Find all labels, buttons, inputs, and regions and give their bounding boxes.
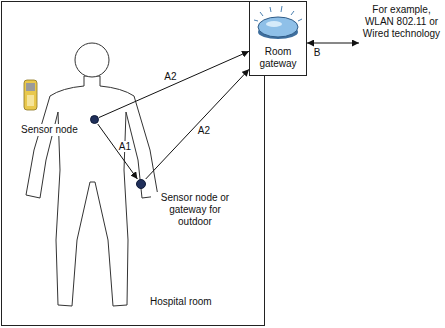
connector-arrow	[98, 124, 138, 179]
node-label: Sensor node or gateway for outdoor	[151, 192, 239, 228]
node-label: Hospital room	[150, 296, 260, 308]
connector-arrow	[99, 51, 249, 117]
node-label: Room gateway	[252, 46, 304, 70]
link-label: A2	[163, 71, 177, 82]
connector-arrow	[307, 43, 359, 44]
link-label: B	[313, 47, 322, 58]
node-label: For example, WLAN 802.11 or Wired techno…	[360, 4, 443, 40]
gateway-box: Room gateway	[249, 1, 307, 76]
link-label: A1	[118, 141, 132, 152]
sensor-dot: Sensor node or gateway for outdoor	[136, 179, 146, 189]
head-outline	[75, 43, 109, 77]
sensor-dot: Sensor node	[90, 115, 99, 124]
connector-arrow	[146, 69, 249, 179]
node-label: Sensor node	[21, 124, 83, 136]
room-outline: Hospital room Sensor nodeSensor node or g…	[1, 1, 265, 326]
handheld-device	[24, 80, 37, 110]
link-label: A2	[197, 125, 211, 136]
body-outline	[26, 76, 158, 306]
gateway-device	[250, 2, 306, 46]
text-block: For example, WLAN 802.11 or Wired techno…	[360, 4, 443, 42]
